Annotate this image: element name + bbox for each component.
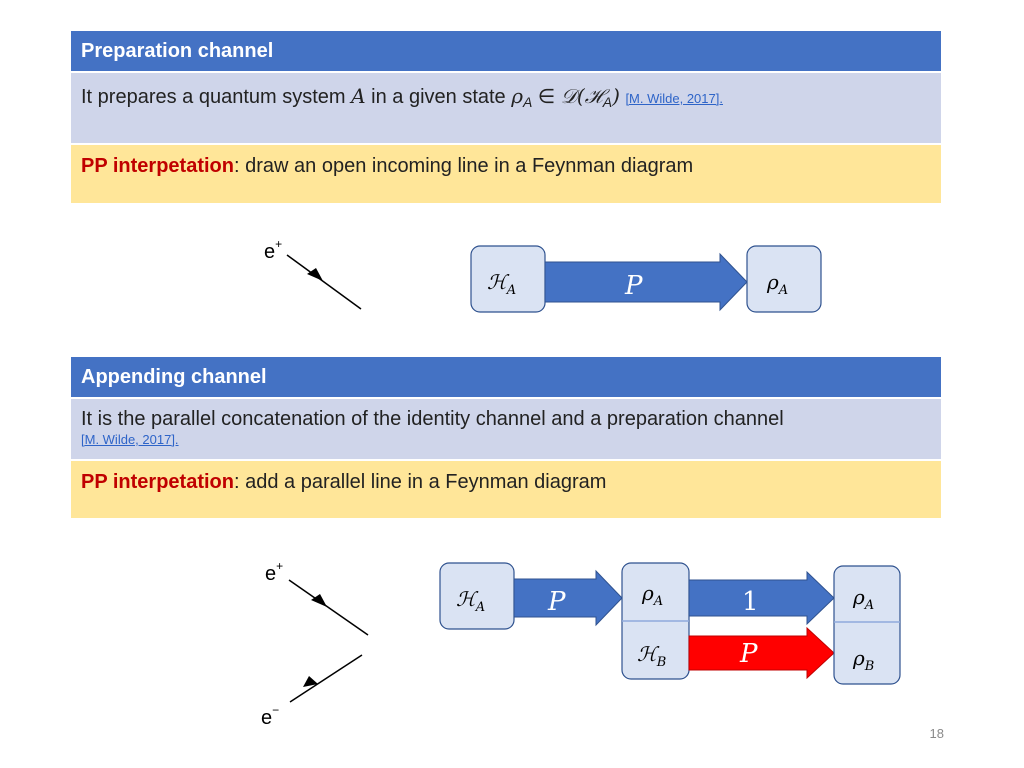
prep-elem-of: ∈ <box>532 86 561 108</box>
prep-density-close: ) <box>612 84 620 108</box>
preparation-pp-row: PP interpetation: draw an open incoming … <box>71 143 941 203</box>
incoming-fermion-line <box>286 254 362 310</box>
prep-pp-label: PP interpetation <box>81 155 234 177</box>
append-pp-label: PP interpetation <box>81 471 234 493</box>
input-hilbert-box <box>439 562 515 630</box>
output-state-top-label: ρA <box>852 585 874 613</box>
middle-state-bottom-label: ℋB <box>637 642 666 670</box>
prep-density-symbol: 𝒟(ℋ <box>560 84 603 108</box>
appending-channel-title: Appending channel <box>81 366 267 388</box>
prep-pp-text: : draw an open incoming line in a Feynma… <box>234 155 694 177</box>
identity-channel-arrow <box>688 570 835 626</box>
prep-state-sub: A <box>523 94 533 111</box>
appending-pp-row: PP interpetation: add a parallel line in… <box>71 459 941 518</box>
preparation-channel-header: Preparation channel <box>71 31 941 71</box>
prep-density-sub: A <box>602 94 613 111</box>
prep-reference-link[interactable]: [M. Wilde, 2017]. <box>625 91 723 106</box>
middle-state-top-label: ρA <box>641 581 663 609</box>
electron-arrow-head <box>303 676 318 687</box>
prep-desc-middle: in a given state <box>365 86 512 108</box>
positron-label: e+ <box>265 559 283 585</box>
input-hilbert-label: ℋA <box>456 587 485 615</box>
preparation-arrow <box>513 569 623 627</box>
prep-desc-prefix: It prepares a quantum system <box>81 86 352 108</box>
output-state-label: ρA <box>766 270 788 298</box>
preparation-arrow <box>544 252 748 312</box>
input-hilbert-box <box>470 245 546 313</box>
preparation-channel-title: Preparation channel <box>81 40 274 62</box>
input-hilbert-label: ℋA <box>487 270 516 298</box>
append-desc-text: It is the parallel concatenation of the … <box>81 408 784 430</box>
output-state-box <box>746 245 822 313</box>
prep-desc-system: A <box>351 84 366 108</box>
preparation-description-row: It prepares a quantum system A in a give… <box>71 71 941 143</box>
red-preparation-label: P <box>739 639 758 669</box>
incoming-positron-line <box>288 579 369 636</box>
output-state-bottom-label: ρB <box>852 646 874 674</box>
incoming-electron-line <box>289 654 363 703</box>
appending-description-row: It is the parallel concatenation of the … <box>71 397 941 459</box>
preparation-diagram: e+ ℋA P ρA <box>264 237 822 313</box>
appending-channel-header: Appending channel <box>71 357 941 397</box>
fermion-arrow-head <box>307 268 323 281</box>
preparation-arrow-label: P <box>624 271 643 301</box>
identity-channel-label: 1 <box>742 587 759 617</box>
positron-label: e+ <box>264 237 282 263</box>
red-preparation-arrow <box>688 626 835 680</box>
append-pp-text: : add a parallel line in a Feynman diagr… <box>234 471 607 493</box>
appending-diagram: e+ e− ℋA P ρA ℋB 1 P ρA ρB <box>261 559 901 729</box>
positron-arrow-head <box>311 594 327 607</box>
prep-state-symbol: ρ <box>511 84 524 108</box>
append-reference-link[interactable]: [M. Wilde, 2017]. <box>81 432 179 447</box>
output-state-box <box>833 565 901 685</box>
preparation-arrow-label: P <box>547 587 566 617</box>
electron-label: e− <box>261 703 279 729</box>
page-number: 18 <box>929 726 944 741</box>
